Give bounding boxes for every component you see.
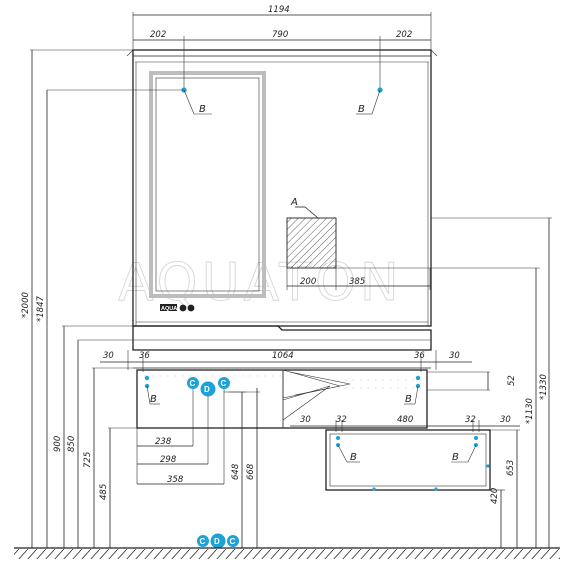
led-mirror xyxy=(149,71,266,298)
label-b-vanity-left: B xyxy=(150,394,157,405)
dim-top-right: 202 xyxy=(396,30,412,40)
dim-drawer-32-right: 32 xyxy=(465,415,476,425)
dim-row-1064: 1064 xyxy=(272,351,294,361)
dim-right-1330: *1330 xyxy=(539,374,549,400)
dim-left-298: 298 xyxy=(160,455,177,465)
brand-badge: AQUA xyxy=(161,306,177,312)
label-d-vanity: D xyxy=(204,385,210,394)
countertop xyxy=(127,325,437,370)
vanity-cabinet: B B 52 xyxy=(136,369,517,429)
dim-height-485: 485 xyxy=(99,484,109,500)
dim-row-36-left: 36 xyxy=(139,351,150,361)
height-dimensions-right: *1330 *1130 653 420 xyxy=(336,217,552,548)
label-c-floor-1: C xyxy=(200,537,206,546)
dim-drawer-30-right: 30 xyxy=(500,415,511,425)
dim-height-653: 653 xyxy=(506,460,516,476)
dim-top-width: 1194 xyxy=(268,5,290,15)
dim-left-358: 358 xyxy=(167,475,184,485)
dim-drawer-480: 480 xyxy=(397,415,413,425)
label-c-floor-2: C xyxy=(230,537,236,546)
drawer-row-dimensions: 30 32 480 32 30 xyxy=(290,415,520,432)
label-c-vanity-2: C xyxy=(221,379,227,388)
dim-height-648: 648 xyxy=(231,463,241,480)
dim-height-850: 850 xyxy=(67,436,77,452)
mount-points-mirror: B B xyxy=(181,87,383,115)
dim-height-725: 725 xyxy=(83,452,93,468)
height-dimensions-left: *2000 *1847 900 850 725 485 xyxy=(21,49,184,548)
height-dimensions-middle: 648 668 xyxy=(224,388,260,548)
dim-height-mirror: *1847 xyxy=(36,296,46,322)
cdc-group-floor: C D C xyxy=(197,533,239,549)
label-d-floor: D xyxy=(214,537,220,546)
dim-drawer-30-left: 30 xyxy=(300,415,311,425)
dim-left-238: 238 xyxy=(155,437,172,447)
dim-zone-385: 385 xyxy=(349,277,365,287)
label-b-drawer-left: B xyxy=(350,452,357,463)
dim-height-420: 420 xyxy=(490,488,500,504)
label-b-mirror-right: B xyxy=(358,104,365,115)
label-b-vanity-right: B xyxy=(405,394,412,405)
label-a: A xyxy=(290,197,298,208)
label-b-drawer-right: B xyxy=(452,452,459,463)
cdc-group-vanity: C D C xyxy=(187,377,230,397)
top-dimensions: 1194 202 790 202 xyxy=(132,5,432,90)
left-dimensions: 238 298 358 xyxy=(136,389,225,485)
socket-zone-a: A 200 385 xyxy=(286,197,431,290)
drawer-unit: B B xyxy=(325,429,491,491)
mirror-control-panel: AQUA xyxy=(160,304,195,312)
dim-height-668: 668 xyxy=(246,463,256,480)
dim-height-900: 900 xyxy=(53,436,63,452)
floor-line xyxy=(14,547,560,559)
dim-row-30-right: 30 xyxy=(449,351,460,361)
row-dimensions: 30 36 1064 36 30 xyxy=(100,351,472,372)
dim-right-1130: *1130 xyxy=(525,398,535,424)
watermark: AQUATON xyxy=(118,253,403,313)
dim-row-30-left: 30 xyxy=(103,351,114,361)
dim-height-total: *2000 xyxy=(21,292,31,318)
label-b-mirror-left: B xyxy=(199,104,206,115)
dim-top-left: 202 xyxy=(150,30,166,40)
dim-row-36-right: 36 xyxy=(414,351,425,361)
dim-top-mid: 790 xyxy=(272,30,288,40)
label-c-vanity-1: C xyxy=(190,379,196,388)
dim-right-52: 52 xyxy=(507,375,517,386)
dim-drawer-32-left: 32 xyxy=(336,415,347,425)
dim-zone-200: 200 xyxy=(300,277,316,287)
